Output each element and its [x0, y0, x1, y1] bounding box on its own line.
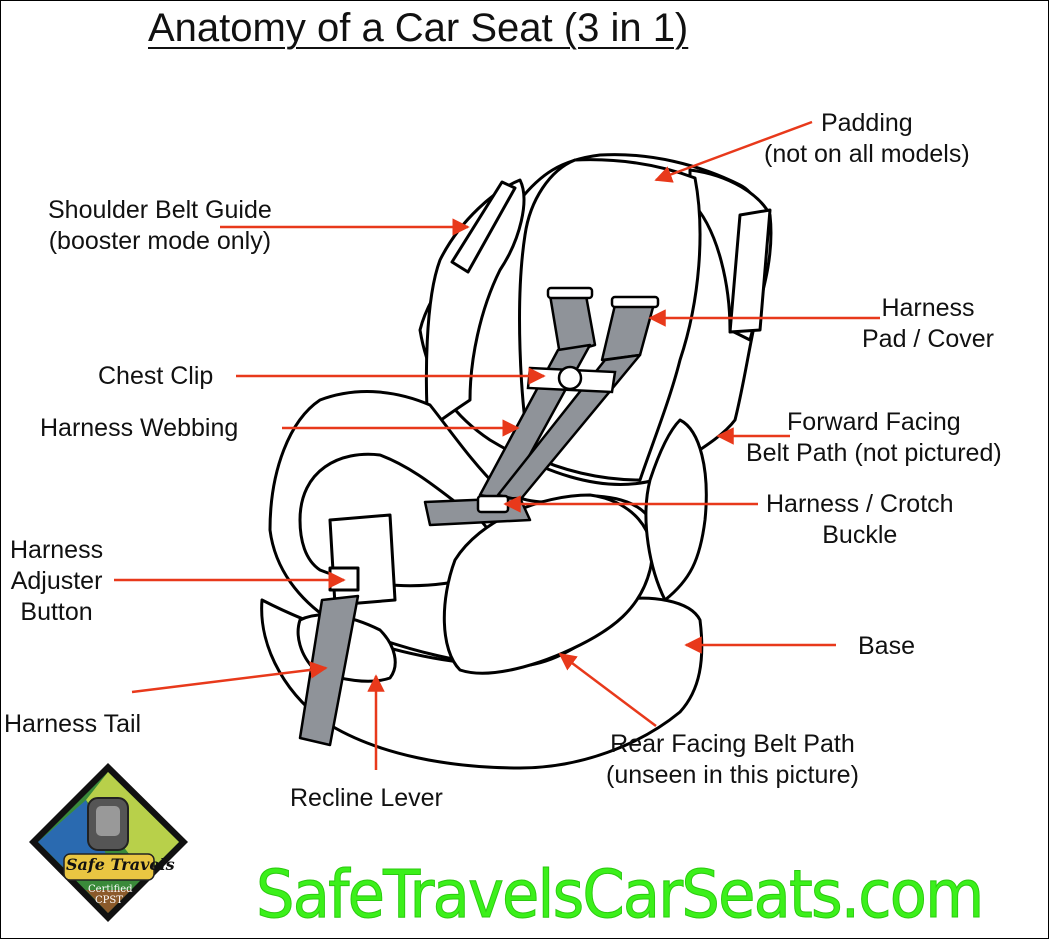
crotch-buckle-shape [476, 494, 510, 514]
label-adjuster-line3: Button [20, 598, 93, 626]
harness-tail-strap [298, 594, 360, 747]
label-chest-clip: Chest Clip [98, 362, 214, 390]
label-shoulder-belt-guide: Shoulder Belt Guide (booster mode only) [48, 195, 272, 257]
label-shoulder-line1: Shoulder Belt Guide [48, 196, 272, 224]
label-recline-lever: Recline Lever [290, 784, 443, 812]
label-harness-pad-line2: Pad / Cover [862, 325, 995, 353]
label-crotch-line2: Buckle [822, 521, 898, 549]
label-adjuster-line1: Harness [10, 536, 104, 564]
safe-travels-logo: Safe Travels Certified CPST [26, 760, 191, 925]
label-base: Base [858, 632, 915, 660]
logo-diamond-icon [29, 763, 188, 922]
side-panel [644, 418, 708, 602]
diagram-title: Anatomy of a Car Seat (3 in 1) [148, 6, 689, 50]
logo-line1: Certified [88, 884, 133, 895]
logo-brand: Safe Travels [66, 855, 175, 874]
right-slot [610, 295, 660, 309]
arrow-harness-tail [131, 661, 328, 694]
left-belt-guide [450, 180, 517, 274]
seat-left-wing [424, 178, 526, 432]
right-arm [442, 493, 654, 675]
chest-clip-center [557, 365, 583, 391]
right-belt-guide [728, 208, 772, 334]
arrow-padding [654, 120, 813, 183]
label-harness-pad: Harness Pad / Cover [862, 293, 994, 355]
label-rear-line1: Rear Facing Belt Path [610, 730, 855, 758]
label-forward-line2: Belt Path (not pictured) [746, 439, 1002, 467]
label-shoulder-line2: (booster mode only) [48, 227, 272, 255]
label-padding-line2: (not on all models) [764, 140, 970, 168]
label-harness-webbing: Harness Webbing [40, 414, 239, 442]
arrow-rear-facing [558, 652, 657, 727]
label-crotch-line1: Harness / Crotch [766, 490, 954, 518]
label-padding-line1: Padding [820, 109, 913, 137]
website-url: SafeTravelsCarSeats.com [256, 856, 985, 934]
label-harness-tail: Harness Tail [4, 710, 142, 738]
left-slot [546, 286, 594, 300]
label-padding: Padding (not on all models) [764, 108, 970, 170]
label-forward-facing: Forward Facing Belt Path (not pictured) [746, 407, 1002, 469]
label-rear-facing: Rear Facing Belt Path (unseen in this pi… [606, 729, 859, 791]
label-forward-line1: Forward Facing [787, 408, 961, 436]
logo-line2: CPST [95, 895, 123, 906]
label-adjuster: Harness Adjuster Button [10, 535, 103, 628]
label-harness-pad-line1: Harness [881, 294, 975, 322]
label-rear-line2: (unseen in this picture) [606, 761, 859, 789]
label-harness-crotch: Harness / Crotch Buckle [766, 489, 954, 551]
label-adjuster-line2: Adjuster [10, 567, 103, 595]
